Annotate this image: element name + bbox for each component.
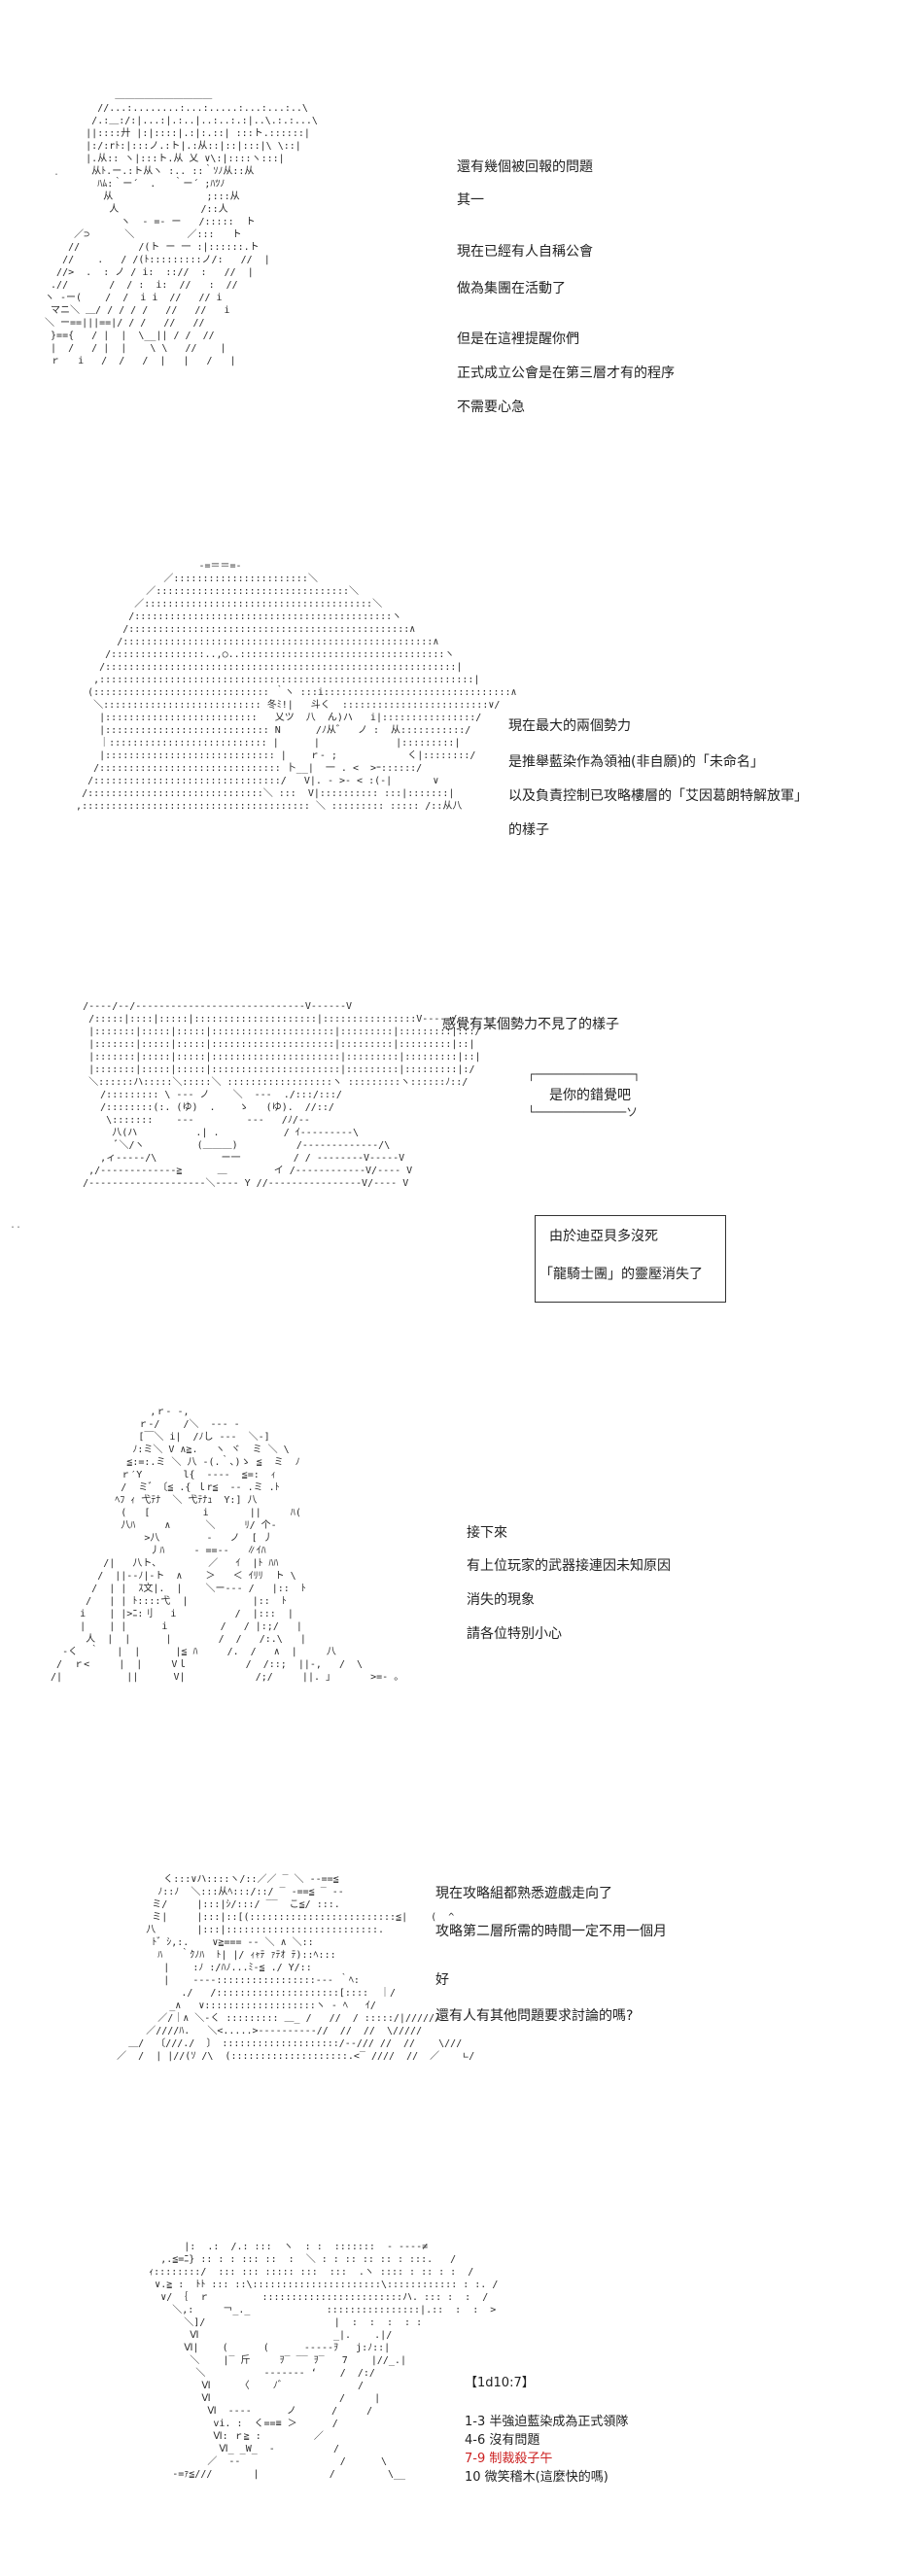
panel-5-line-4: 還有人有其他問題要求討論的嗎? xyxy=(435,2008,634,2024)
panel-1-line-2: 其一 xyxy=(457,192,484,208)
panel-4: ,ｒ‐ ‐, ｒ‐/ /＼ ‐‐‐ ‐ [￣＼ i| /ﾉし ‐‐‐ ＼‐] ﾉ… xyxy=(0,1400,904,1789)
ascii-art-character-3: /‐‐‐‐/‐‐/‐‐‐‐‐‐‐‐‐‐‐‐‐‐‐‐‐‐‐‐‐‐‐‐‐‐‐‐‐V‐… xyxy=(83,1001,481,1189)
option-line-3-highlighted: 7-9 制裁殺子午 xyxy=(465,2452,553,2466)
ascii-art-character-1: ＿＿＿＿＿＿＿＿＿＿ //...:........:...:.....:...:… xyxy=(45,90,318,366)
panel-5-line-1: 現在攻略組都熟悉遊戲走向了 xyxy=(435,1886,612,1901)
panel-1-line-1: 還有幾個被回報的問題 xyxy=(457,159,593,175)
panel-2-line-4: 的樣子 xyxy=(508,822,549,838)
caption-box-line-1: 由於迪亞貝多沒死 xyxy=(549,1229,658,1244)
panel-6: |: .: /.: ::: ヽ : : ::::::: ‐ ‐‐‐‐≠ ,.≦=… xyxy=(0,2231,904,2561)
ascii-art-character-4: ,ｒ‐ ‐, ｒ‐/ /＼ ‐‐‐ ‐ [￣＼ i| /ﾉし ‐‐‐ ＼‐] ﾉ… xyxy=(51,1407,404,1683)
speech-bubble-text: 是你的錯覺吧 xyxy=(549,1088,631,1103)
panel-3-top-text: 感覺有某個勢力不見了的樣子 xyxy=(442,1017,619,1032)
panel-5-line-3: 好 xyxy=(435,1972,449,1988)
panel-1-line-3: 現在已經有人自稱公會 xyxy=(457,244,593,260)
caption-box-line-2: 「龍騎士團」的靈壓消失了 xyxy=(539,1267,703,1282)
speech-bubble-frame-bottom: └─────────────ソ xyxy=(528,1105,639,1119)
caption-box: 由於迪亞貝多沒死 「龍騎士團」的靈壓消失了 xyxy=(535,1215,726,1303)
panel-4-line-1: 接下來 xyxy=(467,1525,507,1541)
speech-bubble-frame-top: ┌──────────────┐ xyxy=(528,1067,641,1081)
option-line-2: 4-6 沒有問題 xyxy=(465,2433,540,2448)
ascii-art-character-5: く:::∨ハ::::ヽ/::／／ ‾ ＼ ‐‐==≦ ﾉ::ﾉ ＼:::从ﾍ::… xyxy=(117,1874,475,2062)
stray-mark: .. xyxy=(10,1220,22,1231)
panel-4-line-2: 有上位玩家的武器接連因未知原因 xyxy=(467,1558,671,1574)
panel-2-line-2: 是推舉藍染作為領袖(非自願)的「未命名」 xyxy=(508,754,764,770)
stray-mark: . xyxy=(53,167,60,178)
panel-2: -=＝＝=- ／:::::::::::::::::::::::＼ ／::::::… xyxy=(0,554,904,914)
option-line-1: 1-3 半強迫藍染成為正式領隊 xyxy=(465,2415,629,2429)
panel-2-line-1: 現在最大的兩個勢力 xyxy=(508,718,631,734)
dice-roll-header: 【1d10:7】 xyxy=(465,2376,535,2390)
panel-2-line-3: 以及負責控制已攻略樓層的「艾因葛朗特解放軍」 xyxy=(508,788,808,804)
panel-1-line-4: 做為集團在活動了 xyxy=(457,281,566,296)
panel-5: く:::∨ハ::::ヽ/::／／ ‾ ＼ ‐‐==≦ ﾉ::ﾉ ＼:::从ﾍ::… xyxy=(0,1862,904,2192)
panel-4-line-3: 消失的現象 xyxy=(467,1592,535,1608)
ascii-art-character-6: |: .: /.: ::: ヽ : : ::::::: ‐ ‐‐‐‐≠ ,.≦=… xyxy=(149,2242,499,2480)
ascii-art-character-2: -=＝＝=- ／:::::::::::::::::::::::＼ ／::::::… xyxy=(76,561,517,812)
panel-1-line-6: 正式成立公會是在第三層才有的程序 xyxy=(457,366,675,381)
option-line-4: 10 微笑稽木(這麼快的嗎) xyxy=(465,2470,608,2485)
panel-5-line-2: 攻略第二層所需的時間一定不用一個月 xyxy=(435,1924,667,1939)
panel-1-line-5: 但是在這裡提醒你們 xyxy=(457,331,579,347)
panel-4-line-4: 請各位特別小心 xyxy=(467,1626,562,1642)
panel-1: ＿＿＿＿＿＿＿＿＿＿ //...:........:...:.....:...:… xyxy=(0,78,904,467)
panel-3: /‐‐‐‐/‐‐/‐‐‐‐‐‐‐‐‐‐‐‐‐‐‐‐‐‐‐‐‐‐‐‐‐‐‐‐‐V‐… xyxy=(0,987,904,1307)
panel-1-line-7: 不需要心急 xyxy=(457,400,525,415)
